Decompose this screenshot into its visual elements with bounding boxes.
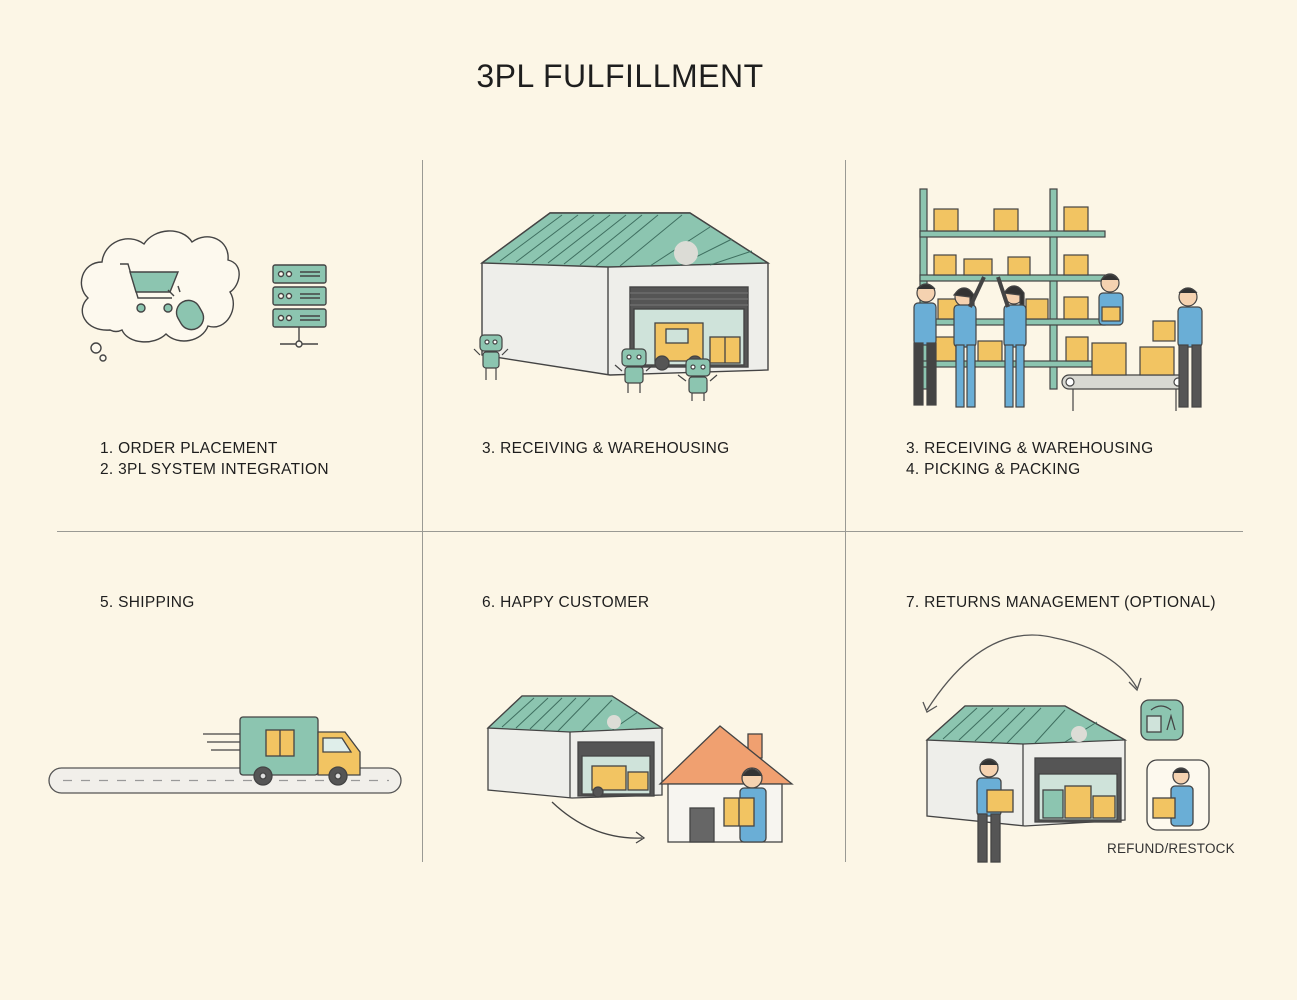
customer-icon bbox=[723, 767, 767, 843]
step-returns-management: 7. RETURNS MANAGEMENT (OPTIONAL) bbox=[906, 594, 1216, 611]
grid-vertical-divider-right bbox=[845, 160, 846, 862]
panel-3-label: 3. RECEIVING & WAREHOUSING 4. PICKING & … bbox=[906, 438, 1154, 480]
shipping-illustration bbox=[48, 716, 402, 794]
robot-icon bbox=[473, 334, 509, 380]
worker-icon bbox=[976, 758, 1014, 863]
grid-vertical-divider-left bbox=[422, 160, 423, 862]
panel-1-label: 1. ORDER PLACEMENT 2. 3PL SYSTEM INTEGRA… bbox=[100, 438, 329, 480]
warehouse-illustration bbox=[473, 212, 771, 401]
order-placement-illustration bbox=[80, 230, 327, 362]
worker-icon bbox=[913, 283, 937, 406]
worker-icon bbox=[1177, 287, 1203, 408]
worker-icon bbox=[996, 276, 1027, 408]
panel-4-label: 5. SHIPPING bbox=[100, 592, 195, 613]
picking-packing-illustration bbox=[913, 188, 1203, 411]
step-receiving-warehousing-2: 3. RECEIVING & WAREHOUSING bbox=[906, 440, 1154, 457]
step-picking-packing: 4. PICKING & PACKING bbox=[906, 461, 1081, 478]
page-title: 3PL FULFILLMENT bbox=[476, 58, 764, 94]
panel-2-label: 3. RECEIVING & WAREHOUSING bbox=[482, 438, 730, 459]
returns-illustration: REFUND/RESTOCK bbox=[922, 634, 1235, 863]
worker-icon bbox=[1098, 273, 1124, 326]
panel-6-label: 7. RETURNS MANAGEMENT (OPTIONAL) bbox=[906, 592, 1216, 613]
mouse-icon bbox=[167, 285, 205, 331]
grid-horizontal-divider bbox=[57, 531, 1243, 532]
refund-restock-label: REFUND/RESTOCK bbox=[1107, 841, 1235, 856]
restock-icon bbox=[1140, 699, 1210, 831]
happy-customer-illustration bbox=[486, 695, 794, 844]
panel-5-label: 6. HAPPY CUSTOMER bbox=[482, 592, 649, 613]
step-order-placement: 1. ORDER PLACEMENT bbox=[100, 440, 278, 457]
worker-icon bbox=[952, 276, 986, 408]
step-shipping: 5. SHIPPING bbox=[100, 594, 195, 611]
truck-icon bbox=[203, 716, 361, 786]
step-happy-customer: 6. HAPPY CUSTOMER bbox=[482, 594, 650, 611]
step-receiving-warehousing: 3. RECEIVING & WAREHOUSING bbox=[482, 440, 730, 457]
robot-icon bbox=[614, 348, 654, 393]
return-arrow-icon bbox=[922, 634, 1142, 713]
server-icon bbox=[272, 264, 327, 348]
conveyor-icon bbox=[1061, 320, 1187, 411]
robot-icon bbox=[677, 358, 718, 401]
step-system-integration: 2. 3PL SYSTEM INTEGRATION bbox=[100, 461, 329, 478]
warehouse-icon bbox=[925, 705, 1128, 827]
warehouse-icon bbox=[486, 695, 665, 799]
cloud-icon bbox=[80, 230, 240, 362]
